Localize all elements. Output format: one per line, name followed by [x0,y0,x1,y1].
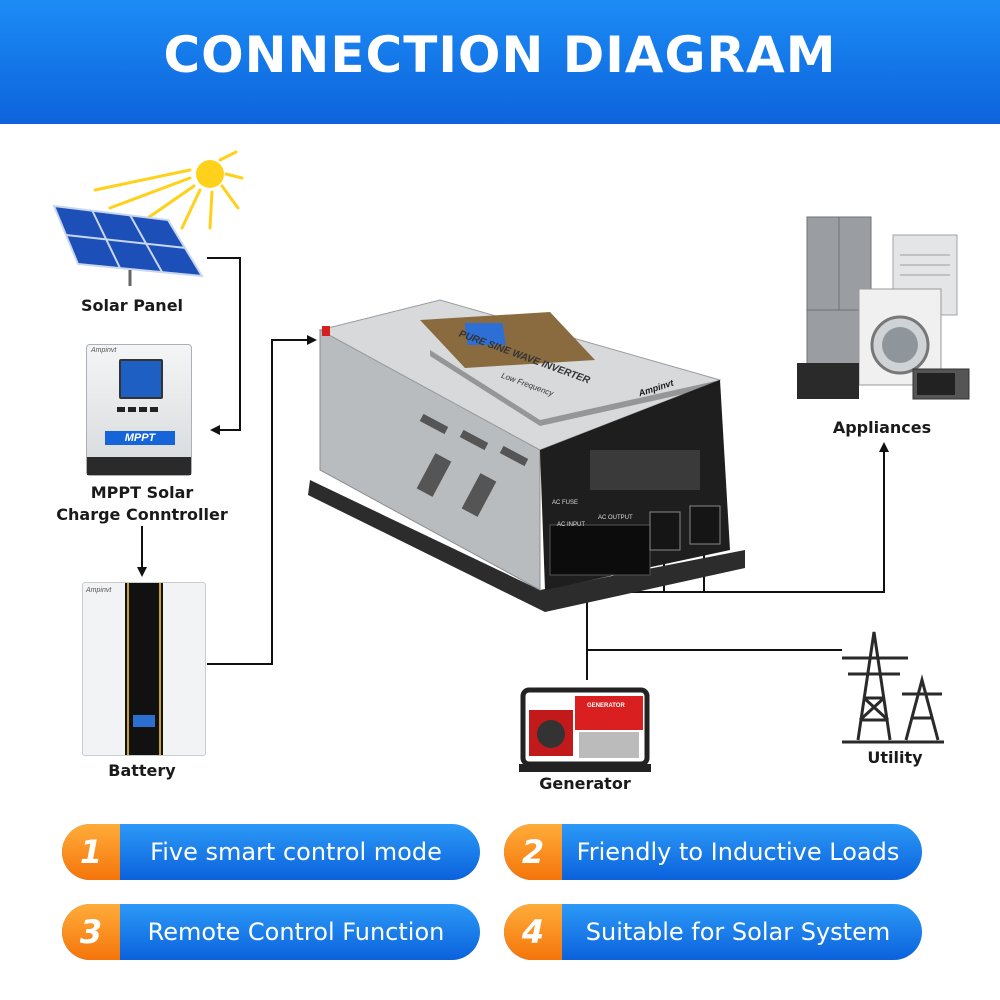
feature-number-1: 1 [62,824,120,880]
controller-mppt-badge: MPPT [105,431,175,445]
generator-device-label: GENERATOR [587,703,625,709]
controller-brand: Ampinvt [91,347,117,354]
page-title: CONNECTION DIAGRAM [163,26,837,84]
header-banner: CONNECTION DIAGRAM [0,0,1000,124]
appliances-icon [797,216,970,400]
battery-display [133,715,155,727]
feature-text-4: Suitable for Solar System [585,918,891,946]
controller-label-line1: MPPT Solar [90,483,194,502]
feature-pill-2: 2 Friendly to Inductive Loads [504,824,922,880]
sun-icon [93,150,244,230]
generator-icon [519,687,651,772]
port-ac-output: AC OUTPUT [598,515,633,521]
inverter-unit [308,299,745,612]
feature-pill-3: 3 Remote Control Function [62,904,480,960]
controller-terminal [87,457,191,475]
utility-label: Utility [867,748,923,767]
feature-text-3: Remote Control Function [147,918,445,946]
utility-tower-icon [842,631,944,744]
feature-text-2: Friendly to Inductive Loads [576,838,900,866]
solar-panel-label: Solar Panel [80,296,184,315]
feature-number-3: 3 [62,904,120,960]
controller-label-line2: Charge Conntroller [56,505,228,524]
mppt-controller: Ampinvt MPPT [86,344,192,476]
generator-label: Generator [539,774,631,793]
feature-number-2: 2 [504,824,562,880]
line-battery-to-inverter [207,335,317,665]
line-solar-to-controller [207,257,241,435]
battery-brand: Ampinvt [86,587,112,594]
controller-buttons [117,399,163,412]
port-ac-input: AC INPUT [557,522,586,528]
solar-panel-icon [52,204,204,286]
port-ac-fuse: AC FUSE [552,500,579,506]
feature-pill-4: 4 Suitable for Solar System [504,904,922,960]
feature-number-4: 4 [504,904,562,960]
battery-label: Battery [108,761,176,780]
feature-pill-1: 1 Five smart control mode [62,824,480,880]
battery-center-strip [125,583,163,755]
controller-screen [119,359,163,399]
appliances-label: Appliances [832,418,932,437]
feature-text-1: Five smart control mode [150,838,442,866]
battery-unit: Ampinvt [82,582,206,756]
